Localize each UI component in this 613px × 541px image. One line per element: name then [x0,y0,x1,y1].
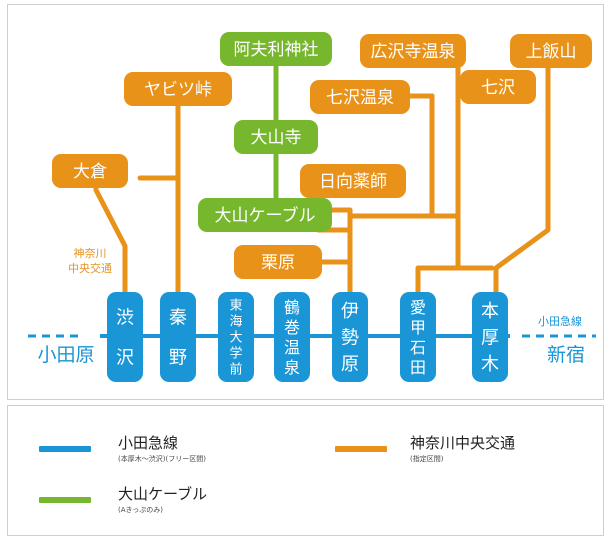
station-pill [218,292,254,382]
station-pill [107,292,143,382]
station-label: 渋沢 [116,307,134,368]
bus-stop-label: 七沢 [481,78,515,98]
bus-stop-label: 栗原 [261,253,295,273]
bus-stop-nanasawa[interactable]: 七沢 [460,70,536,104]
station-label: 本厚木 [481,301,499,375]
legend-cable-swatch [39,497,91,503]
route-isehara-atsugi [347,213,495,271]
station-label: 東海大学前 [229,298,242,378]
cable-stop-oyamadera[interactable]: 大山寺 [234,120,318,154]
east-line-label: 小田急線 [538,314,582,328]
legend-cable-sub: (Aきっぷのみ) [118,506,163,514]
bus-stop-label: 七沢温泉 [326,88,394,108]
station-label: 秦野 [169,307,187,368]
legend-cable-title: 大山ケーブル [118,485,208,503]
station-2[interactable]: 東海大学前 [218,292,254,382]
cable-stop-label: 阿夫利神社 [234,40,319,60]
station-1[interactable]: 秦野 [160,292,196,382]
cable-stop-label: 大山寺 [251,128,302,148]
map-frame [7,4,604,400]
bus-stop-label: 広沢寺温泉 [371,42,456,62]
bus-stop-label: 日向薬師 [319,172,387,192]
operator-line-2: 中央交通 [68,261,112,275]
bus-destinations: 大倉 ヤビツ峠 七沢温泉 広沢寺温泉 七沢 上飯山 日向薬師 栗原 [52,34,592,279]
bus-stop-label: ヤビツ峠 [144,80,212,100]
route-map: 大倉 ヤビツ峠 七沢温泉 広沢寺温泉 七沢 上飯山 日向薬師 栗原 [28,32,596,382]
route-aiko [415,265,461,295]
station-4[interactable]: 伊勢原 [332,292,368,382]
east-terminus-label: 新宿 [547,344,585,366]
bus-stop-kosawaji[interactable]: 広沢寺温泉 [360,34,466,68]
legend-kanachu-swatch [335,446,387,452]
west-terminus-label: 小田原 [37,344,94,366]
station-pill [274,292,310,382]
cable-stop-oyama-cable[interactable]: 大山ケーブル [198,198,332,232]
station-label: 伊勢原 [341,301,359,375]
station-0[interactable]: 渋沢 [107,292,143,382]
bus-stop-label: 上飯山 [526,42,577,62]
cable-stop-label: 大山ケーブル [215,205,316,226]
legend: 小田急線 (本厚木〜渋沢)(フリー区間) 神奈川中央交通 (指定区間) 大山ケー… [7,405,604,536]
bus-stop-kamiiiyama[interactable]: 上飯山 [510,34,592,68]
cable-stops: 阿夫利神社 大山寺 大山ケーブル [198,32,332,232]
legend-kanachu-sub: (指定区間) [410,455,444,463]
station-pill [400,292,436,382]
bus-stop-nanasawa-onsen[interactable]: 七沢温泉 [310,80,410,114]
legend-odakyu-swatch [39,446,91,452]
legend-odakyu-title: 小田急線 [118,434,179,452]
operator-line-1: 神奈川 [74,246,107,260]
route-kamiiiyama [493,59,551,295]
bus-operator-label: 神奈川 中央交通 [68,246,112,275]
bus-stop-label: 大倉 [73,162,107,182]
bus-stop-okura[interactable]: 大倉 [52,154,128,188]
station-label: 愛甲石田 [410,298,426,377]
legend-kanachu-title: 神奈川中央交通 [410,434,516,452]
station-pill [332,292,368,382]
bus-stop-kurihara[interactable]: 栗原 [234,245,322,279]
station-6[interactable]: 本厚木 [472,292,508,382]
bus-stop-yabitsu[interactable]: ヤビツ峠 [124,72,232,106]
legend-odakyu-sub: (本厚木〜渋沢)(フリー区間) [118,455,206,463]
station-pill [472,292,508,382]
station-5[interactable]: 愛甲石田 [400,292,436,382]
station-3[interactable]: 鶴巻温泉 [274,292,310,382]
station-label: 鶴巻温泉 [284,298,300,377]
station-pill [160,292,196,382]
cable-stop-afuri-jinja[interactable]: 阿夫利神社 [220,32,332,66]
bus-stop-hinata-yakushi[interactable]: 日向薬師 [300,164,406,198]
